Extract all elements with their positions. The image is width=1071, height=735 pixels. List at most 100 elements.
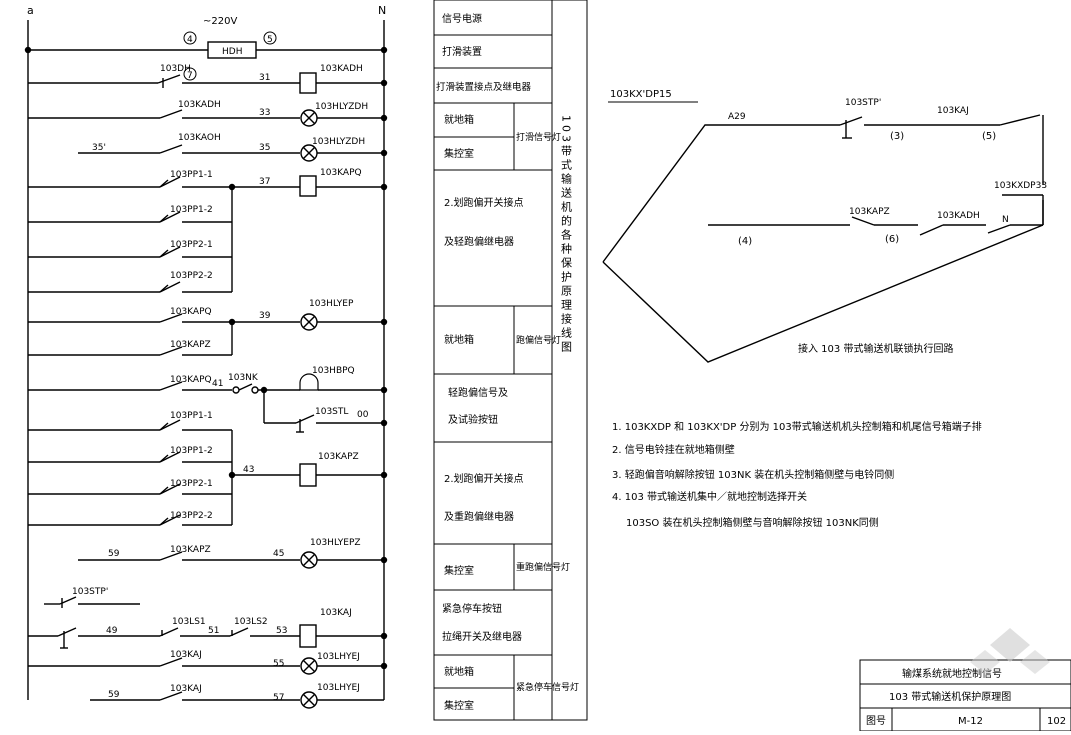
row19-load: 103LHYEJ — [317, 652, 360, 662]
remote-caption: 接入 103 带式输送机联锁执行回路 — [798, 342, 953, 355]
row18-load: 103KAJ — [320, 608, 352, 618]
row16-wire: 45 — [273, 549, 284, 559]
legend-cell: 集控室 — [444, 564, 474, 577]
row9-contact: 103KAPZ — [170, 340, 211, 350]
row8-wire: 39 — [259, 311, 271, 321]
remote-mark-6: (6) — [885, 234, 899, 245]
row10-contact: 103KAPQ — [170, 375, 212, 385]
note-line: 4. 103 带式输送机集中／就地控制选择开关 — [612, 490, 807, 503]
row4-wire: 37 — [259, 177, 270, 187]
remote-label-a: 103KX'DP15 — [610, 89, 672, 100]
remote-mark-5: (5) — [982, 131, 996, 142]
remote-contact-d: 103KADH — [937, 211, 980, 221]
title-code: M-12 — [958, 716, 983, 727]
row4-contact: 103PP1-1 — [170, 170, 213, 180]
watermark-logo — [970, 628, 1050, 674]
row13-load: 103KAPZ — [318, 452, 359, 462]
legend-cell: 紧急停车按钮 — [442, 602, 502, 615]
row11-contact: 103STL — [315, 407, 348, 417]
legend-cell: 打滑装置接点及继电器 — [436, 81, 532, 93]
row10-wire: 41 — [212, 379, 223, 389]
row16-contact: 103KAPZ — [170, 545, 211, 555]
row16-load: 103HLYEPZ — [310, 538, 361, 548]
interlock-circuit: 103KX'DP15 A29 103STP' (3) 103KAJ (5) 10… — [602, 89, 1047, 363]
row5-contact: 103PP1-2 — [170, 205, 213, 215]
row1-contact: 103DH — [160, 64, 191, 74]
legend-cell: 及重跑偏继电器 — [444, 510, 514, 523]
row2-contact: 103KADH — [178, 100, 221, 110]
row6-contact: 103PP2-1 — [170, 240, 213, 250]
remote-mark-3: (3) — [890, 131, 904, 142]
row8-load: 103HLYEP — [309, 299, 354, 309]
row3-contact: 103KAOH — [178, 133, 221, 143]
node-4: 4 — [187, 35, 193, 45]
legend-cell: 打滑装置 — [442, 45, 482, 58]
remote-contact-a: 103STP' — [845, 98, 881, 108]
row10-load: 103HBPQ — [312, 366, 355, 376]
row3-load: 103HLYZDH — [312, 137, 365, 147]
notes: 1. 103KXDP 和 103KX'DP 分别为 103带式输送机机头控制箱和… — [612, 420, 982, 529]
row17-contact: 103STP' — [72, 587, 108, 597]
legend-cell: 就地箱 — [444, 113, 474, 126]
note-line: 1. 103KXDP 和 103KX'DP 分别为 103带式输送机机头控制箱和… — [612, 420, 982, 433]
row20-wire: 57 — [273, 693, 284, 703]
row4-load: 103KAPQ — [320, 168, 362, 178]
legend-table: 信号电源 打滑装置 打滑装置接点及继电器 就地箱 集控室 打滑信号灯 2.划跑偏… — [433, 0, 588, 721]
row3-feed: 35' — [92, 143, 106, 153]
row10-switch: 103NK — [228, 373, 259, 383]
title-line2: 103 带式输送机保护原理图 — [889, 690, 1011, 703]
row13-contact: 103PP1-2 — [170, 446, 213, 456]
legend-cell: 信号电源 — [442, 12, 482, 25]
row14-contact: 103PP2-1 — [170, 479, 213, 489]
remote-node-n: N — [1002, 215, 1009, 225]
remote-label-b: 103KXDP33 — [994, 181, 1047, 191]
row20-load: 103LHYEJ — [317, 683, 360, 693]
title-page: 102 — [1047, 716, 1066, 727]
row18-contact2: 103LS2 — [234, 617, 268, 627]
row12-contact: 103PP1-1 — [170, 411, 213, 421]
remote-contact-b: 103KAJ — [937, 106, 969, 116]
row19-contact: 103KAJ — [170, 650, 202, 660]
remote-wire-a: A29 — [728, 112, 746, 122]
note-line: 2. 信号电铃挂在就地箱侧壁 — [612, 443, 735, 456]
node-5: 5 — [267, 35, 273, 45]
row11-wire: 00 — [357, 410, 369, 420]
remote-mark-4: (4) — [738, 236, 752, 247]
fuse-label: HDH — [222, 47, 242, 57]
row7-contact: 103PP2-2 — [170, 271, 213, 281]
row2-load: 103HLYZDH — [315, 102, 368, 112]
row19-wire: 55 — [273, 659, 284, 669]
row16-feed: 59 — [108, 549, 120, 559]
row18-wire: 49 — [106, 626, 118, 636]
title-line1: 输煤系统就地控制信号 — [902, 667, 1002, 680]
vertical-title: 103带式输送机的各种保护原理接线图 — [560, 115, 573, 355]
legend-cell: 紧急停车信号灯 — [516, 681, 579, 693]
row2-wire: 33 — [259, 108, 270, 118]
legend-cell: 就地箱 — [444, 665, 474, 678]
legend-cell: 2.划跑偏开关接点 — [444, 472, 524, 485]
voltage-label: ~220V — [203, 16, 237, 27]
row15-contact: 103PP2-2 — [170, 511, 213, 521]
row1-mark: 7 — [187, 71, 193, 81]
row13-wire: 43 — [243, 465, 254, 475]
legend-cell: 拉绳开关及继电器 — [442, 630, 522, 643]
row8-contact: 103KAPQ — [170, 307, 212, 317]
legend-cell: 就地箱 — [444, 333, 474, 346]
legend-cell: 集控室 — [444, 699, 474, 712]
row18-wire3: 53 — [276, 626, 287, 636]
legend-cell: 轻跑偏信号及 — [448, 386, 508, 399]
legend-cell: 重跑偏信号灯 — [516, 561, 570, 573]
title-block: 输煤系统就地控制信号 103 带式输送机保护原理图 图号 M-12 102 — [859, 659, 1071, 732]
legend-cell: 跑偏信号灯 — [516, 334, 561, 346]
ladder-diagram: a N ~220V 4 5 HDH 103DH 7 31 103KADH — [24, 4, 388, 709]
bus-label-right: N — [378, 4, 386, 17]
legend-cell: 及试验按钮 — [448, 413, 498, 426]
legend-cell: 及轻跑偏继电器 — [444, 235, 514, 248]
row3-wire: 35 — [259, 143, 270, 153]
row18-wire2: 51 — [208, 626, 219, 636]
legend-cell: 集控室 — [444, 147, 474, 160]
row20-contact: 103KAJ — [170, 684, 202, 694]
legend-cell: 2.划跑偏开关接点 — [444, 196, 524, 209]
legend-cell: 打滑信号灯 — [516, 131, 561, 143]
